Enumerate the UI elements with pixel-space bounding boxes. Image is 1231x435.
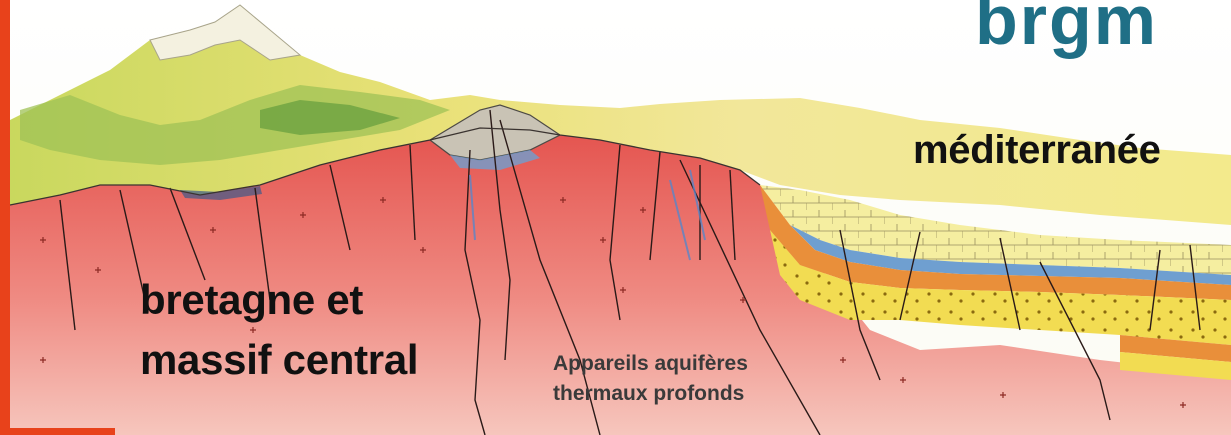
accent-bar-left: [0, 0, 10, 435]
label-massif-central: massif central: [140, 336, 418, 384]
label-thermaux-profonds: thermaux profonds: [553, 382, 744, 406]
label-appareils-aquiferes: Appareils aquifères: [553, 352, 748, 376]
brgm-logo: brgm: [975, 0, 1158, 60]
label-bretagne: bretagne et: [140, 276, 363, 324]
accent-bar-bottom: [0, 428, 115, 435]
label-mediterranee: méditerranée: [913, 128, 1161, 173]
